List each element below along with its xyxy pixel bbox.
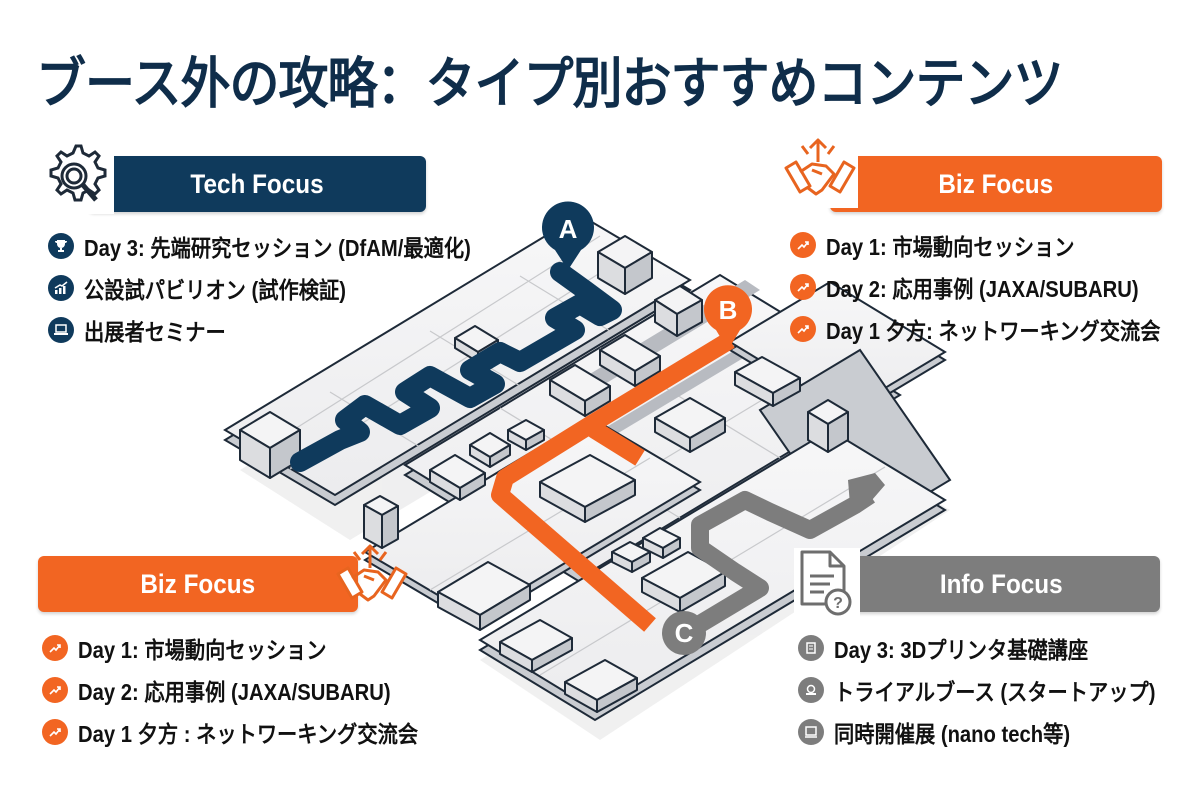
handshake-arrow-icon [334, 538, 410, 614]
laptop-icon [48, 317, 74, 343]
trend-up-icon [790, 316, 816, 342]
gear-magnifier-icon [38, 138, 114, 214]
biz-focus-label-top: Biz Focus [938, 168, 1054, 199]
trend-up-icon [790, 274, 816, 300]
monitor-icon [798, 719, 824, 745]
handshake-arrow-icon [782, 132, 858, 208]
svg-text:A: A [559, 214, 578, 244]
trend-up-icon [42, 719, 68, 745]
svg-text:C: C [675, 618, 694, 648]
trend-up-icon [790, 232, 816, 258]
bar-chart-icon [48, 275, 74, 301]
biz-bottom-item-3[interactable]: Day 1 夕方 : ネットワーキング交流会 [42, 711, 465, 753]
printer-icon [798, 677, 824, 703]
biz-focus-header-top: Biz Focus [830, 156, 1162, 212]
biz-bottom-item-2[interactable]: Day 2: 応用事例 (JAXA/SUBARU) [42, 669, 465, 711]
biz-top-item-2[interactable]: Day 2: 応用事例 (JAXA/SUBARU) [790, 266, 1200, 308]
document-icon [798, 635, 824, 661]
trend-up-icon [42, 677, 68, 703]
info-item-3[interactable]: 同時開催展 (nano tech等) [798, 711, 1199, 753]
pin-c[interactable]: C [662, 611, 706, 655]
biz-top-item-3[interactable]: Day 1 夕方: ネットワーキング交流会 [790, 308, 1200, 350]
biz-focus-label-bottom: Biz Focus [140, 568, 256, 599]
svg-text:B: B [719, 295, 738, 325]
tech-item-2[interactable]: 公設試パビリオン (試作検証) [48, 267, 524, 309]
document-question-icon: ? [794, 548, 860, 620]
info-focus-label: Info Focus [939, 568, 1063, 599]
biz-top-item-1[interactable]: Day 1: 市場動向セッション [790, 224, 1200, 266]
tech-focus-label: Tech Focus [190, 168, 324, 199]
info-item-1[interactable]: Day 3: 3Dプリンタ基礎講座 [798, 627, 1199, 669]
info-item-2[interactable]: トライアルブース (スタートアップ) [798, 669, 1199, 711]
pin-b[interactable]: B [703, 285, 752, 350]
info-focus-header: Info Focus [842, 556, 1160, 612]
svg-text:?: ? [833, 595, 843, 612]
trend-up-icon [42, 635, 68, 661]
tech-item-3[interactable]: 出展者セミナー [48, 309, 524, 351]
pin-a[interactable]: A [542, 201, 594, 270]
biz-route [491, 332, 735, 632]
biz-focus-header-bottom: Biz Focus [38, 556, 358, 612]
tech-focus-header: Tech Focus [88, 156, 426, 212]
page-title: ブース外の攻略：タイプ別おすすめコンテンツ [36, 52, 1063, 116]
info-route [685, 487, 875, 638]
map-buildings [239, 235, 849, 713]
tech-item-1[interactable]: Day 3: 先端研究セッション (DfAM/最適化) [48, 225, 524, 267]
tech-route [290, 262, 622, 472]
trophy-icon [48, 233, 74, 259]
biz-bottom-item-1[interactable]: Day 1: 市場動向セッション [42, 627, 465, 669]
